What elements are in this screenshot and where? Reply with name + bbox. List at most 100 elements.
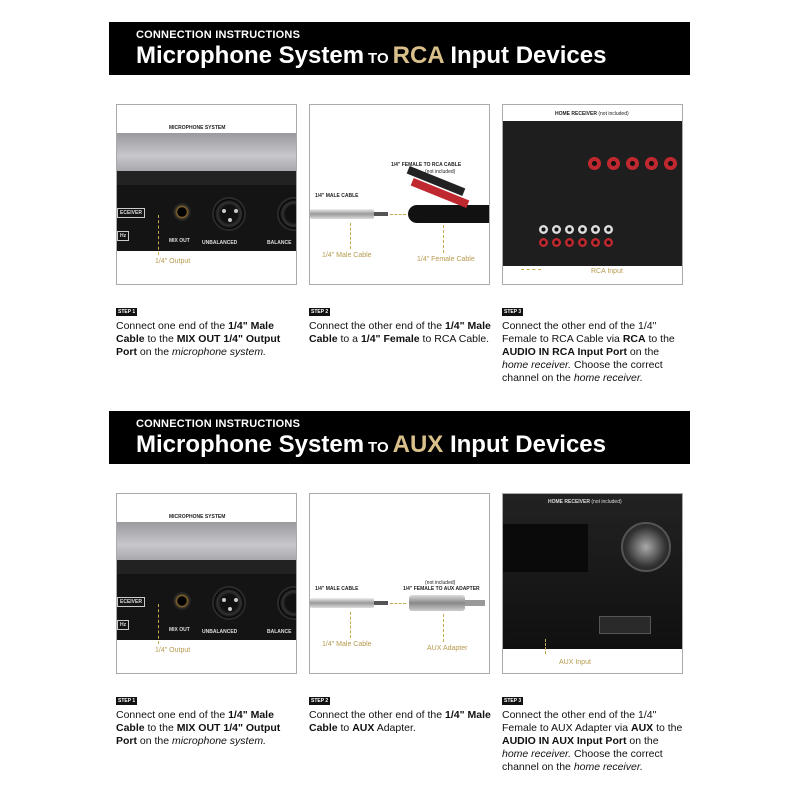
text: on the	[626, 735, 659, 747]
receiver-header-text: HOME RECEIVER	[548, 499, 590, 505]
home-receiver-panel: HOME RECEIVER (not included) RCA Input	[502, 104, 683, 285]
text: Connect the other end of the 1/4" Female…	[502, 320, 657, 345]
text: to a	[337, 333, 361, 345]
device-strip	[117, 171, 296, 185]
aux-adapter-tip-image	[465, 600, 485, 606]
volume-knob-image	[621, 522, 671, 572]
rca-jack-image	[552, 238, 561, 247]
step-badge: STEP 1	[116, 308, 138, 316]
speaker-terminal-image	[588, 157, 601, 170]
female-callout: 1/4" Female Cable	[417, 256, 475, 263]
callout-line	[350, 612, 351, 638]
receiver-label: ECEIVER	[117, 208, 145, 218]
plug-tip-image	[374, 212, 388, 216]
rca-jack-image	[604, 238, 613, 247]
bold-text: AUX	[352, 722, 375, 734]
text: to the	[144, 722, 177, 734]
title-highlight: RCA	[392, 42, 444, 69]
female-cable-label: 1/4" FEMALE TO AUX ADAPTER	[403, 586, 480, 592]
italic-text: home receiver.	[502, 748, 572, 760]
aux-input-callout: AUX Input	[559, 659, 591, 666]
receiver-header-text: HOME RECEIVER	[555, 111, 597, 117]
text: Choose the correct channel on the	[502, 359, 663, 384]
text: on the	[137, 346, 173, 358]
text: Adapter.	[374, 722, 416, 734]
text: to the	[645, 333, 675, 345]
receiver-header: HOME RECEIVER (not included)	[555, 111, 629, 117]
front-inputs-image	[599, 616, 651, 634]
banner-title: Microphone SystemtoAUX Input Devices	[136, 431, 690, 459]
step-badge: STEP 3	[502, 308, 524, 316]
rca-jack-image	[591, 238, 600, 247]
receiver-header: HOME RECEIVER (not included)	[548, 499, 622, 505]
title-part: Input Devices	[450, 42, 607, 69]
output-callout: 1/4" Output	[155, 647, 191, 654]
aux-adapter-image	[409, 595, 465, 611]
female-cable-label: 1/4" FEMALE TO RCA CABLE	[391, 162, 462, 168]
connect-arrow	[390, 214, 406, 215]
rca-jack-image	[552, 225, 561, 234]
rca-jack-image	[539, 225, 548, 234]
step-text: Connect the other end of the 1/4" Male C…	[309, 320, 494, 346]
callout-line	[521, 269, 541, 270]
bold-text: 1/4" Male Cable	[309, 709, 491, 734]
banner-title: Microphone SystemtoRCA Input Devices	[136, 42, 690, 70]
panel-header: MICROPHONE SYSTEM	[169, 514, 226, 520]
bold-text: RCA	[622, 333, 646, 345]
output-callout: 1/4" Output	[155, 258, 191, 265]
step-badge: STEP 2	[309, 697, 331, 705]
step-1: STEP 1 Connect one end of the 1/4" Male C…	[116, 300, 301, 359]
male-plug-image	[310, 598, 374, 608]
italic-text: home receiver.	[573, 372, 643, 384]
male-callout: 1/4" Male Cable	[322, 641, 372, 648]
male-callout: 1/4" Male Cable	[322, 252, 372, 259]
text: Choose the correct channel on the	[502, 748, 663, 773]
bold-text: 1/4" Male Cable	[309, 320, 491, 345]
text: to the	[653, 722, 683, 734]
rca-jack-image	[565, 238, 574, 247]
not-included-text: (not included)	[598, 111, 629, 117]
not-included-text: (not included)	[591, 499, 622, 505]
unbalanced-label: UNBALANCED	[202, 240, 238, 246]
hz-label: Hz	[117, 231, 130, 241]
connect-arrow	[390, 603, 406, 604]
xlr-connector-image	[212, 197, 246, 231]
device-top-image	[117, 133, 296, 171]
rca-input-callout: RCA Input	[591, 268, 623, 275]
italic-text: microphone system.	[172, 346, 266, 358]
mix-out-jack-image	[173, 592, 191, 610]
text: Connect one end of the	[116, 320, 229, 332]
text: Connect the other end of the	[309, 709, 446, 721]
title-highlight: AUX	[392, 431, 444, 458]
text: Connect one end of the	[116, 709, 229, 721]
step-3: STEP 3 Connect the other end of the 1/4" …	[502, 300, 687, 385]
italic-text: home receiver.	[573, 761, 643, 773]
step-badge: STEP 2	[309, 308, 331, 316]
italic-text: home receiver.	[502, 359, 572, 371]
rca-jack-image	[604, 225, 613, 234]
panel-header: MICROPHONE SYSTEM	[169, 125, 226, 131]
speaker-terminal-image	[645, 157, 658, 170]
bold-text: AUX	[630, 722, 654, 734]
rca-jack-image	[578, 238, 587, 247]
bold-text: 1/4" Male Cable	[116, 320, 274, 345]
step-text: Connect the other end of the 1/4" Female…	[502, 709, 687, 774]
device-top-image	[117, 522, 296, 560]
step-badge: STEP 1	[116, 697, 138, 705]
balanced-label: BALANCE	[267, 629, 292, 635]
bold-text: MIX OUT 1/4" Output Port	[116, 333, 281, 358]
display-panel-image	[503, 524, 588, 572]
male-plug-image	[310, 209, 374, 219]
receiver-label: ECEIVER	[117, 597, 145, 607]
female-jack-image	[408, 205, 489, 223]
banner-kicker: CONNECTION INSTRUCTIONS	[136, 29, 301, 41]
not-included-label: (not included)	[425, 169, 456, 175]
unbalanced-label: UNBALANCED	[202, 629, 238, 635]
callout-line	[158, 604, 159, 644]
